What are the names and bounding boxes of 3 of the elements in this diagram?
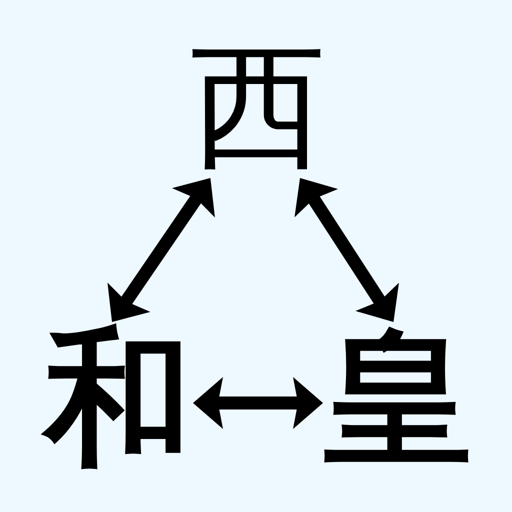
character-label: 西 — [190, 39, 326, 175]
double-arrow — [193, 377, 323, 429]
character-label: 皇 — [324, 323, 472, 471]
